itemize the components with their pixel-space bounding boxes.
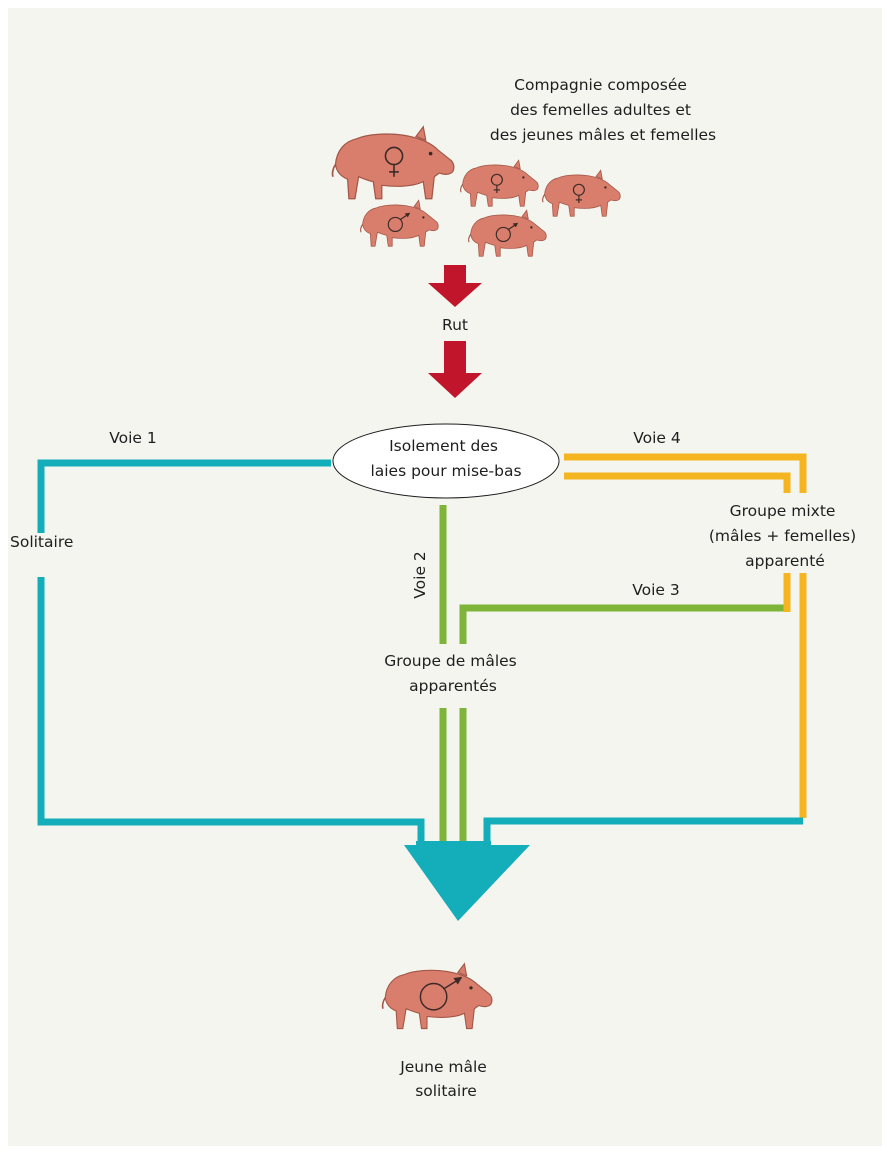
boar-female-icon [331,125,455,200]
groupe-males-line-2: apparentés [409,677,497,695]
voie2-label: Voie 2 [411,551,429,599]
voie1-label: Voie 1 [109,429,157,447]
voie4-path [564,453,807,818]
boar-young-icon [468,209,547,257]
voie4-label: Voie 4 [633,429,681,447]
jeune-male-line-1: Jeune mâle [399,1058,487,1076]
rut-label: Rut [442,316,468,334]
convergence-arrow [404,841,530,921]
groupe-males-line-1: Groupe de mâles [384,652,516,670]
groupe-males-label: Groupe de mâles apparentés [384,652,521,695]
groupe-mixte-label: Groupe mixte (mâles + femelles) apparent… [709,502,861,570]
boar-young-icon [542,169,621,217]
solitaire-label: Solitaire [10,533,73,551]
boar-male-icon [381,962,493,1030]
voie1-path [37,459,425,842]
groupe-mixte-line-3: apparenté [745,552,825,570]
compagnie-line-2: des femelles adultes et [510,101,691,119]
voie3-label: Voie 3 [632,581,680,599]
boar-young-icon [460,159,539,207]
jeune-male-line-2: solitaire [415,1082,477,1100]
voie4-return-path [483,817,803,842]
groupe-mixte-line-2: (mâles + femelles) [709,527,856,545]
boar-young-icon [360,199,439,247]
voie3-path [459,573,791,842]
rut-arrow-bottom [428,341,482,398]
compagnie-line-1: Compagnie composée [514,76,687,94]
compagnie-label: Compagnie composée des femelles adultes … [490,76,716,144]
isolement-line-2: laies pour mise-bas [370,462,521,480]
rut-arrow-top [428,265,482,307]
isolement-ellipse [332,423,560,499]
groupe-mixte-line-1: Groupe mixte [730,502,836,520]
compagnie-line-3: des jeunes mâles et femelles [490,126,716,144]
isolement-label: Isolement des laies pour mise-bas [370,437,521,480]
jeune-male-label: Jeune mâle solitaire [399,1058,492,1100]
isolement-line-1: Isolement des [389,437,498,455]
